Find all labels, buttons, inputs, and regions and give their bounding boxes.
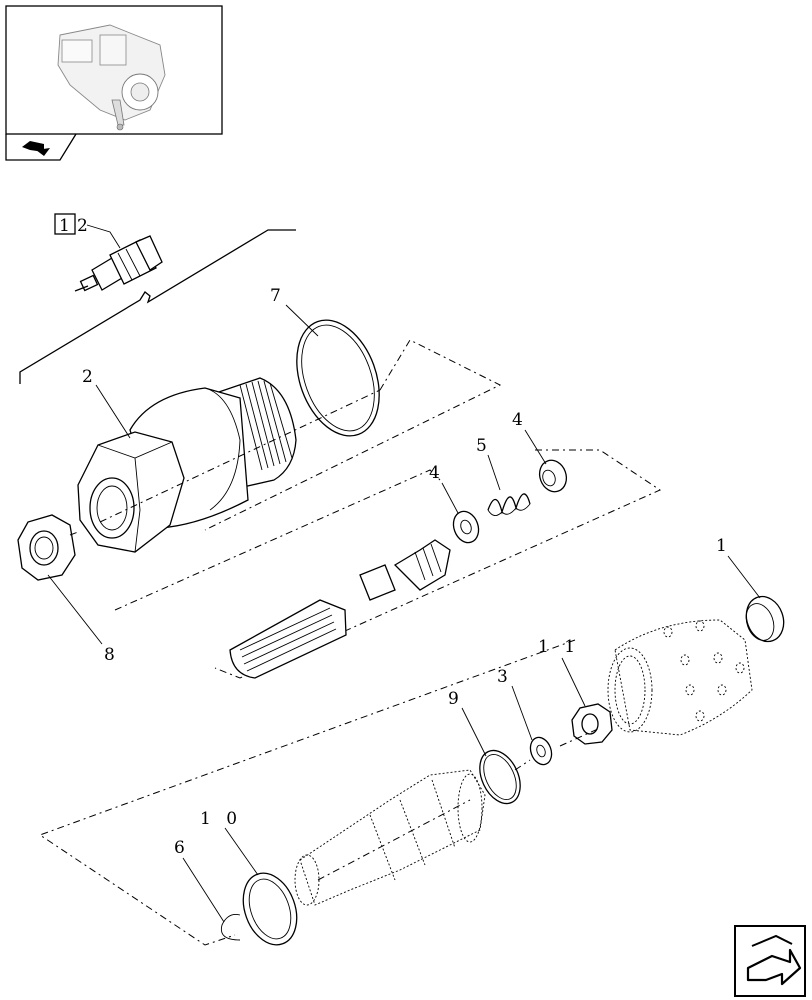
- callout-1: 1: [716, 536, 732, 556]
- callout-10: 1 0: [200, 809, 242, 829]
- spool-shaft[interactable]: [229, 539, 451, 679]
- callout-4-upper: 4: [512, 410, 528, 430]
- o-ring-part-9[interactable]: [472, 744, 528, 810]
- seat-part-4-upper[interactable]: [535, 457, 570, 496]
- dashed-guide-middle: [114, 449, 662, 679]
- ref-box-number: 1: [59, 216, 75, 236]
- dashed-guide-upper: [204, 339, 502, 531]
- valve-body-part-2[interactable]: [77, 377, 297, 553]
- axis-line-1: [69, 389, 381, 536]
- nut-part-11[interactable]: [571, 703, 613, 745]
- perforated-sleeve[interactable]: [607, 619, 753, 736]
- next-page-arrow-icon[interactable]: [734, 925, 806, 997]
- callout-5: 5: [476, 436, 492, 456]
- callout-6: 6: [174, 838, 190, 858]
- cap-part-1[interactable]: [740, 591, 790, 647]
- callout-9: 9: [448, 689, 464, 709]
- dashed-guide-lower: [38, 639, 576, 946]
- washer-part-3[interactable]: [527, 734, 555, 767]
- cartridge-housing[interactable]: [294, 769, 486, 906]
- callout-8: 8: [104, 645, 120, 665]
- callout-7: 7: [270, 286, 286, 306]
- reference-callout-12: 1 2: [54, 213, 121, 249]
- leader-lines: [47, 304, 761, 923]
- book-arrow-icon[interactable]: [5, 133, 77, 161]
- callout-11: 1 1: [538, 637, 580, 657]
- snap-ring-part-6[interactable]: [220, 914, 241, 941]
- nut-part-8[interactable]: [17, 514, 76, 581]
- thumbnail-panel[interactable]: [5, 5, 223, 135]
- seat-part-4-lower[interactable]: [449, 508, 482, 546]
- o-ring-part-7[interactable]: [282, 309, 394, 448]
- callout-4-lower: 4: [429, 463, 445, 483]
- ref-tail-number: 2: [77, 216, 93, 236]
- callout-2: 2: [82, 367, 98, 387]
- axis-line-2: [317, 727, 601, 881]
- valve-assembly-sketch: [74, 235, 163, 292]
- pump-thumbnail-image: [57, 24, 166, 131]
- section-break-line: [19, 229, 296, 384]
- callout-3: 3: [497, 667, 513, 687]
- spring-part-5[interactable]: [487, 493, 531, 516]
